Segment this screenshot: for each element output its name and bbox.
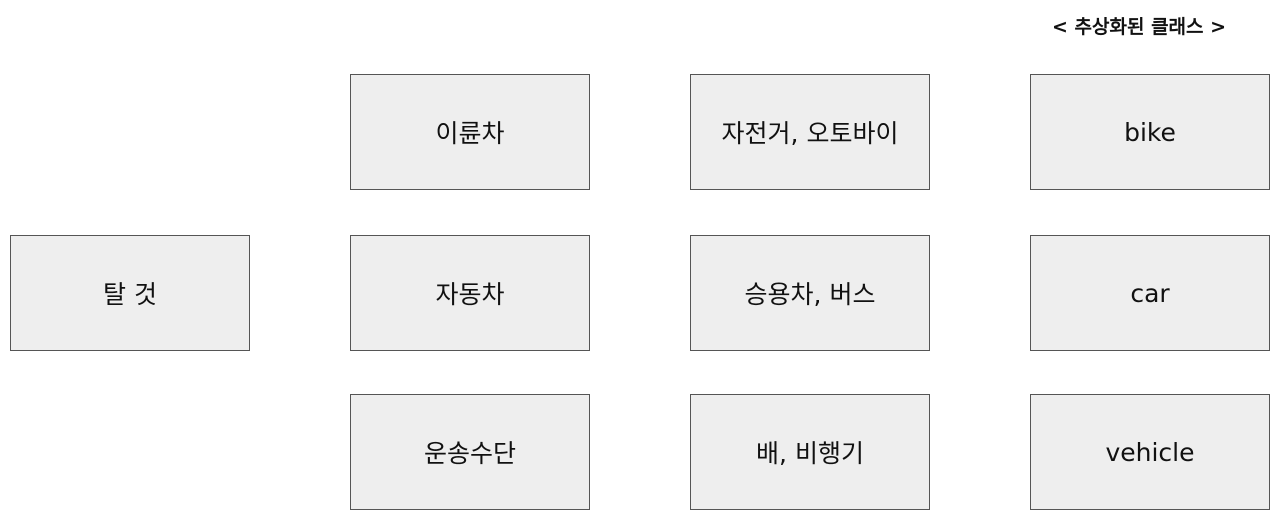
node-class-bike: bike [1030,74,1270,190]
node-label: 배, 비행기 [756,439,864,468]
node-bicycle-motorcycle: 자전거, 오토바이 [690,74,930,190]
node-label: 승용차, 버스 [744,280,876,309]
node-automobile: 자동차 [350,235,590,351]
abstract-class-caption: < 추상화된 클래스 > [1052,16,1227,38]
node-ship-plane: 배, 비행기 [690,394,930,510]
node-label: car [1130,278,1170,308]
node-label: vehicle [1105,437,1195,467]
node-root: 탈 것 [10,235,250,351]
node-label: 자동차 [435,280,505,309]
node-two-wheeler: 이륜차 [350,74,590,190]
node-car-bus: 승용차, 버스 [690,235,930,351]
node-transport: 운송수단 [350,394,590,510]
node-class-car: car [1030,235,1270,351]
node-label: 운송수단 [423,439,516,468]
node-class-vehicle: vehicle [1030,394,1270,510]
node-label: bike [1124,117,1176,147]
node-root-label: 탈 것 [103,280,157,309]
node-label: 자전거, 오토바이 [721,119,899,148]
node-label: 이륜차 [435,119,505,148]
